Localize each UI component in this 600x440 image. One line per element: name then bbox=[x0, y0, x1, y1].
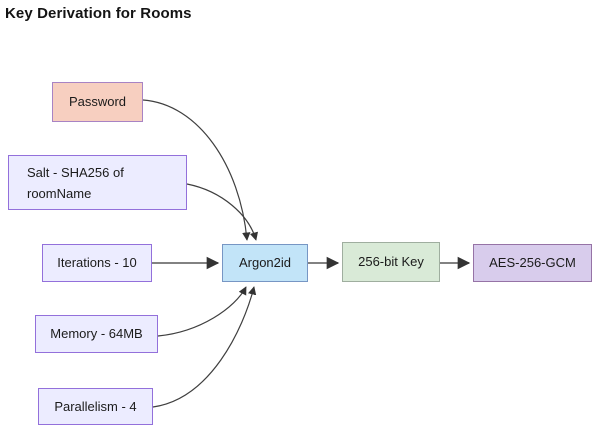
edge-memory-argon2id bbox=[157, 286, 247, 337]
node-iterations: Iterations - 10 bbox=[42, 244, 152, 282]
node-256bit-key: 256-bit Key bbox=[342, 242, 440, 282]
node-salt: Salt - SHA256 of roomName bbox=[8, 155, 187, 210]
edge-salt-argon2id bbox=[186, 183, 258, 241]
node-parallelism: Parallelism - 4 bbox=[38, 388, 153, 425]
edge-parallelism-argon2id bbox=[152, 286, 257, 408]
diagram-title: Key Derivation for Rooms bbox=[5, 5, 192, 22]
node-aes-256-gcm: AES-256-GCM bbox=[473, 244, 592, 282]
node-memory: Memory - 64MB bbox=[35, 315, 158, 353]
node-argon2id: Argon2id bbox=[222, 244, 308, 282]
node-password: Password bbox=[52, 82, 143, 122]
